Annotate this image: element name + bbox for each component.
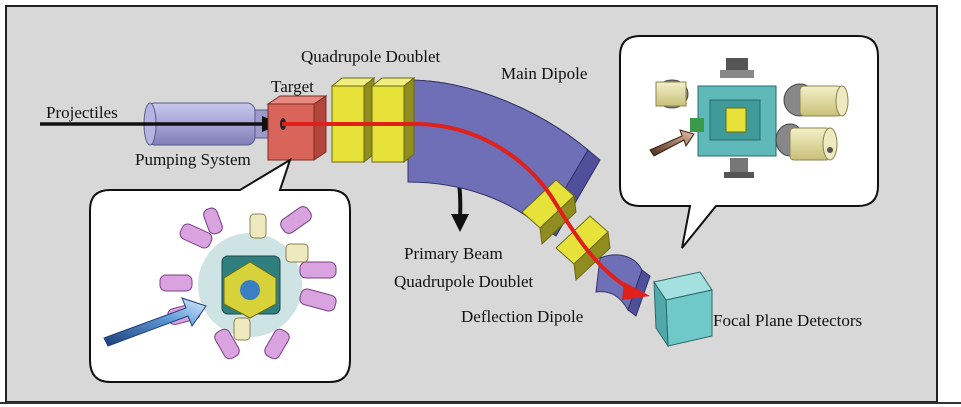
- array-entry-arrow: [103, 297, 207, 347]
- focal-plane-detail: [655, 58, 849, 178]
- label-projectiles: Projectiles: [46, 103, 118, 122]
- detector-entry-arrow: [649, 129, 695, 157]
- label-quadrupole-doublet-bottom: Quadrupole Doublet: [394, 272, 534, 291]
- label-pumping-system: Pumping System: [135, 150, 251, 169]
- quadrupole-doublet-top: [330, 76, 416, 164]
- label-primary-beam: Primary Beam: [404, 244, 503, 263]
- target-chamber: [266, 95, 328, 161]
- label-quadrupole-doublet-top: Quadrupole Doublet: [301, 47, 441, 66]
- red-beam-path: [282, 122, 633, 292]
- bottom-rule: [0, 402, 961, 404]
- primary-beam-arrowhead: [451, 214, 469, 232]
- label-deflection-dipole: Deflection Dipole: [461, 307, 584, 326]
- red-beam-arrowhead: [622, 282, 650, 300]
- label-target: Target: [271, 77, 314, 96]
- focal-plane-detectors: [653, 271, 713, 348]
- label-focal-plane-detectors: Focal Plane Detectors: [713, 311, 863, 330]
- label-main-dipole: Main Dipole: [501, 64, 588, 83]
